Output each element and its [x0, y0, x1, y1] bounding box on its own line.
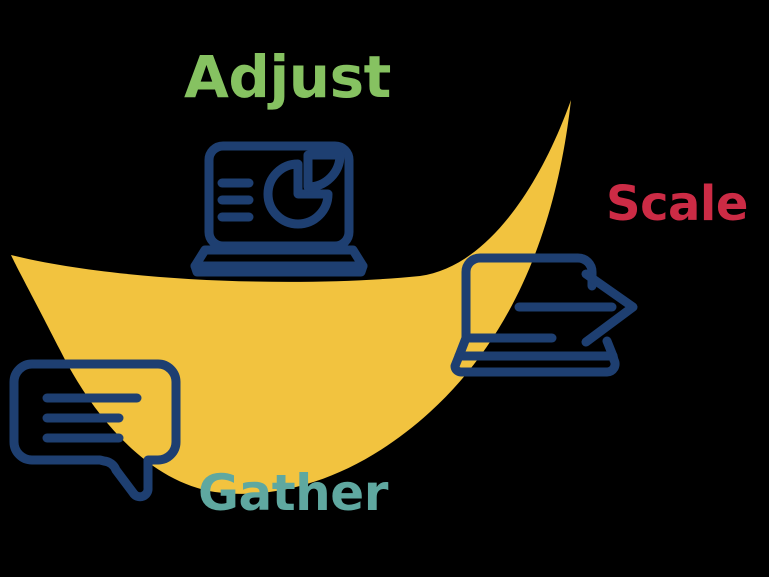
scale-laptop-base-lip [450, 351, 620, 377]
right-arrow-head [581, 269, 638, 347]
gather-label: Gather [198, 464, 388, 522]
yellow-swoosh [11, 100, 571, 494]
laptop-pie-chart-icon [190, 141, 368, 277]
scale-label: Scale [606, 176, 748, 232]
speech-bubble-lines-icon [9, 359, 181, 502]
laptop-base-lip [190, 261, 368, 277]
scale-laptop-screen [461, 253, 597, 343]
speech-bubble-outline [9, 359, 181, 502]
laptop-arrow-right-icon [450, 253, 638, 377]
pie-chart-wedge [303, 150, 345, 192]
pie-chart-body [263, 159, 333, 229]
adjust-label: Adjust [184, 43, 391, 111]
scale-laptop-base [454, 333, 618, 361]
